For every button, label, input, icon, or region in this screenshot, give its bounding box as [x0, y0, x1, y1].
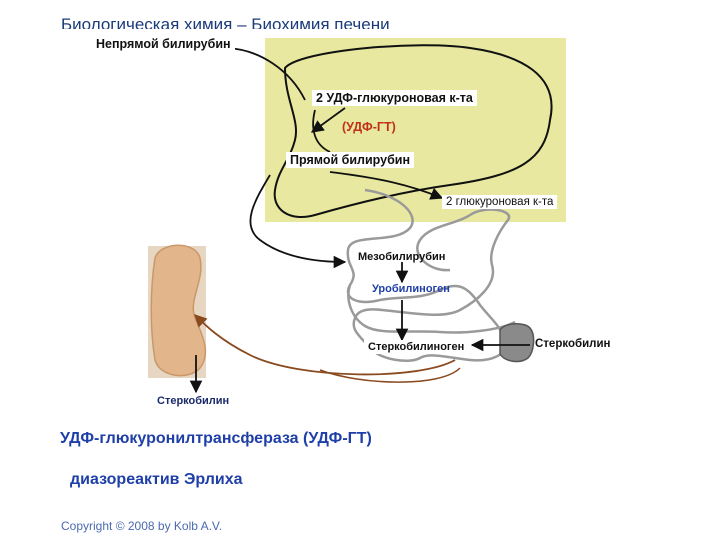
arrow-enzyme-to-direct [312, 109, 331, 153]
label-mesobilirubin: Мезобилирубин [358, 251, 446, 263]
arrow-glucuronic-to-enzyme [310, 107, 346, 133]
intestine-outline [346, 188, 511, 362]
arrow-indirect-into-liver [227, 47, 306, 101]
copyright: Copyright © 2008 by Kolb A.V. [61, 519, 223, 533]
label-indirect-bilirubin: Непрямой билирубин [92, 36, 235, 52]
kidney-shape [150, 244, 207, 377]
arrow-direct-to-glucuronic-out [329, 171, 444, 200]
page-title: Биологическая химия – Биохимия печени [61, 15, 390, 29]
enzyme-fullname: УДФ-глюкуронилтрансфераза (УДФ-ГТ) [60, 430, 372, 447]
label-enzyme-short: (УДФ-ГТ) [342, 120, 396, 134]
reagent-name: диазореактив Эрлиха [70, 471, 243, 488]
label-stercobilinogen: Стеркобилиноген [364, 340, 469, 354]
label-urobilinogen: Уробилиноген [372, 283, 450, 295]
arrow-stercobilinogen-to-kidney [194, 314, 456, 376]
arrow-direct-down-to-intestine [249, 174, 347, 269]
label-direct-bilirubin: Прямой билирубин [286, 152, 415, 168]
colon-dark-segment [499, 323, 535, 363]
label-udp-glucuronic-acid: 2 УДФ-глюкуроновая к-та [312, 90, 477, 106]
label-stercobilin-intestine: Стеркобилин [535, 338, 611, 350]
label-stercobilin-urine: Стеркобилин [157, 395, 230, 407]
label-glucuronic-acid-out: 2 глюкуроновая к-та [442, 195, 558, 209]
arrow-stercobilinogen-reabsorb [319, 367, 461, 383]
